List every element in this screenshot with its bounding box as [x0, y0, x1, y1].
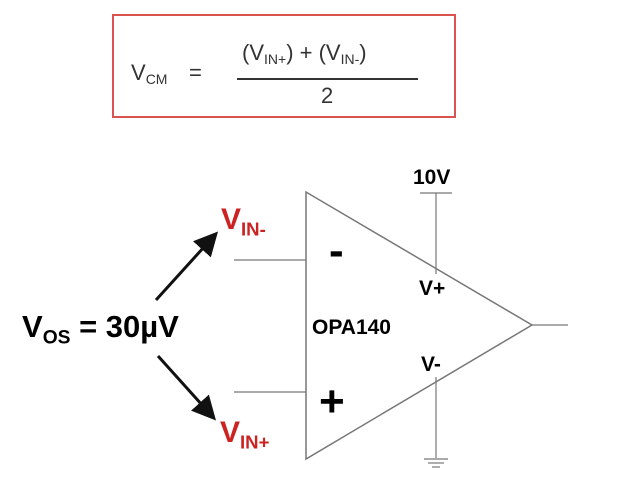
ground-icon [424, 458, 448, 468]
arrow-to-vin-minus [154, 231, 219, 302]
fraction-bar [237, 78, 418, 80]
inverting-sign: - [329, 226, 344, 275]
opamp-triangle [305, 190, 534, 461]
vin-minus-label: VIN- [221, 203, 266, 240]
supply-top-label: 10V [413, 166, 451, 189]
formula-denominator: 2 [321, 83, 334, 108]
vin-plus-label: VIN+ [220, 416, 270, 453]
vminus-label: V- [421, 353, 441, 376]
vplus-label: V+ [419, 277, 446, 300]
opamp-name: OPA140 [312, 316, 391, 339]
arrow-to-vin-plus [156, 354, 217, 421]
vos-label: VOS = 30µV [22, 309, 179, 349]
equals-sign: = [189, 60, 202, 85]
formula-box [112, 14, 456, 118]
formula-numerator: (VIN+) + (VIN-) [242, 40, 367, 67]
vcm-label: VCM [131, 60, 168, 87]
noninverting-sign: + [319, 377, 345, 426]
